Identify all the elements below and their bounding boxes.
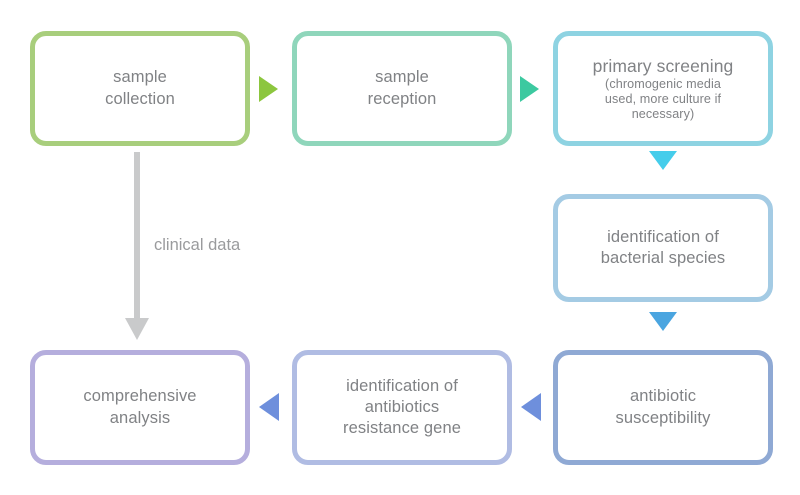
node-label-line: sample bbox=[375, 68, 429, 87]
node-label: comprehensive analysis bbox=[35, 386, 245, 428]
arrow-down-icon bbox=[649, 312, 677, 331]
node-sample-reception[interactable]: sample reception bbox=[292, 31, 512, 146]
node-label-line: susceptibility bbox=[615, 408, 711, 427]
clinical-data-connector-line bbox=[134, 152, 140, 320]
node-label-line: resistance gene bbox=[343, 419, 461, 438]
node-label-line: sample bbox=[113, 68, 167, 87]
arrow-left-icon bbox=[521, 393, 541, 421]
arrow-left-icon bbox=[259, 393, 279, 421]
node-label: sample collection bbox=[35, 67, 245, 109]
node-label-line: used, more culture if bbox=[604, 92, 722, 107]
node-label: identification of antibiotics resistance… bbox=[297, 376, 507, 439]
node-label-line: bacterial species bbox=[600, 249, 726, 267]
node-label-line: reception bbox=[367, 89, 437, 108]
arrow-down-icon bbox=[649, 151, 677, 170]
clinical-data-arrow-down-icon bbox=[125, 318, 149, 340]
node-label-line: comprehensive bbox=[83, 387, 197, 406]
node-label-line: antibiotic bbox=[629, 387, 697, 406]
node-primary-screening[interactable]: primary screening (chromogenic media use… bbox=[553, 31, 773, 146]
node-label: antibiotic susceptibility bbox=[558, 386, 768, 428]
node-label-line: necessary) bbox=[631, 107, 695, 122]
node-label-line: collection bbox=[105, 89, 175, 108]
arrow-right-icon bbox=[520, 76, 539, 102]
node-antibiotic-susceptibility[interactable]: antibiotic susceptibility bbox=[553, 350, 773, 465]
node-label-line: antibiotics bbox=[364, 397, 440, 416]
node-label-line: identification of bbox=[346, 376, 458, 395]
node-identification-bacterial-species[interactable]: identification of bacterial species bbox=[553, 194, 773, 302]
node-sample-collection[interactable]: sample collection bbox=[30, 31, 250, 146]
node-label-line: (chromogenic media bbox=[605, 77, 721, 92]
node-label: primary screening (chromogenic media use… bbox=[558, 55, 768, 122]
node-label-line: identification of bbox=[607, 227, 719, 246]
node-identification-antibiotics-resistance-gene[interactable]: identification of antibiotics resistance… bbox=[292, 350, 512, 465]
node-label: identification of bacterial species bbox=[558, 227, 768, 269]
arrow-right-icon bbox=[259, 76, 278, 102]
node-label-line: analysis bbox=[109, 408, 171, 427]
node-label-line: primary screening bbox=[592, 56, 734, 77]
clinical-data-label: clinical data bbox=[154, 236, 241, 254]
node-label: sample reception bbox=[297, 67, 507, 109]
node-comprehensive-analysis[interactable]: comprehensive analysis bbox=[30, 350, 250, 465]
